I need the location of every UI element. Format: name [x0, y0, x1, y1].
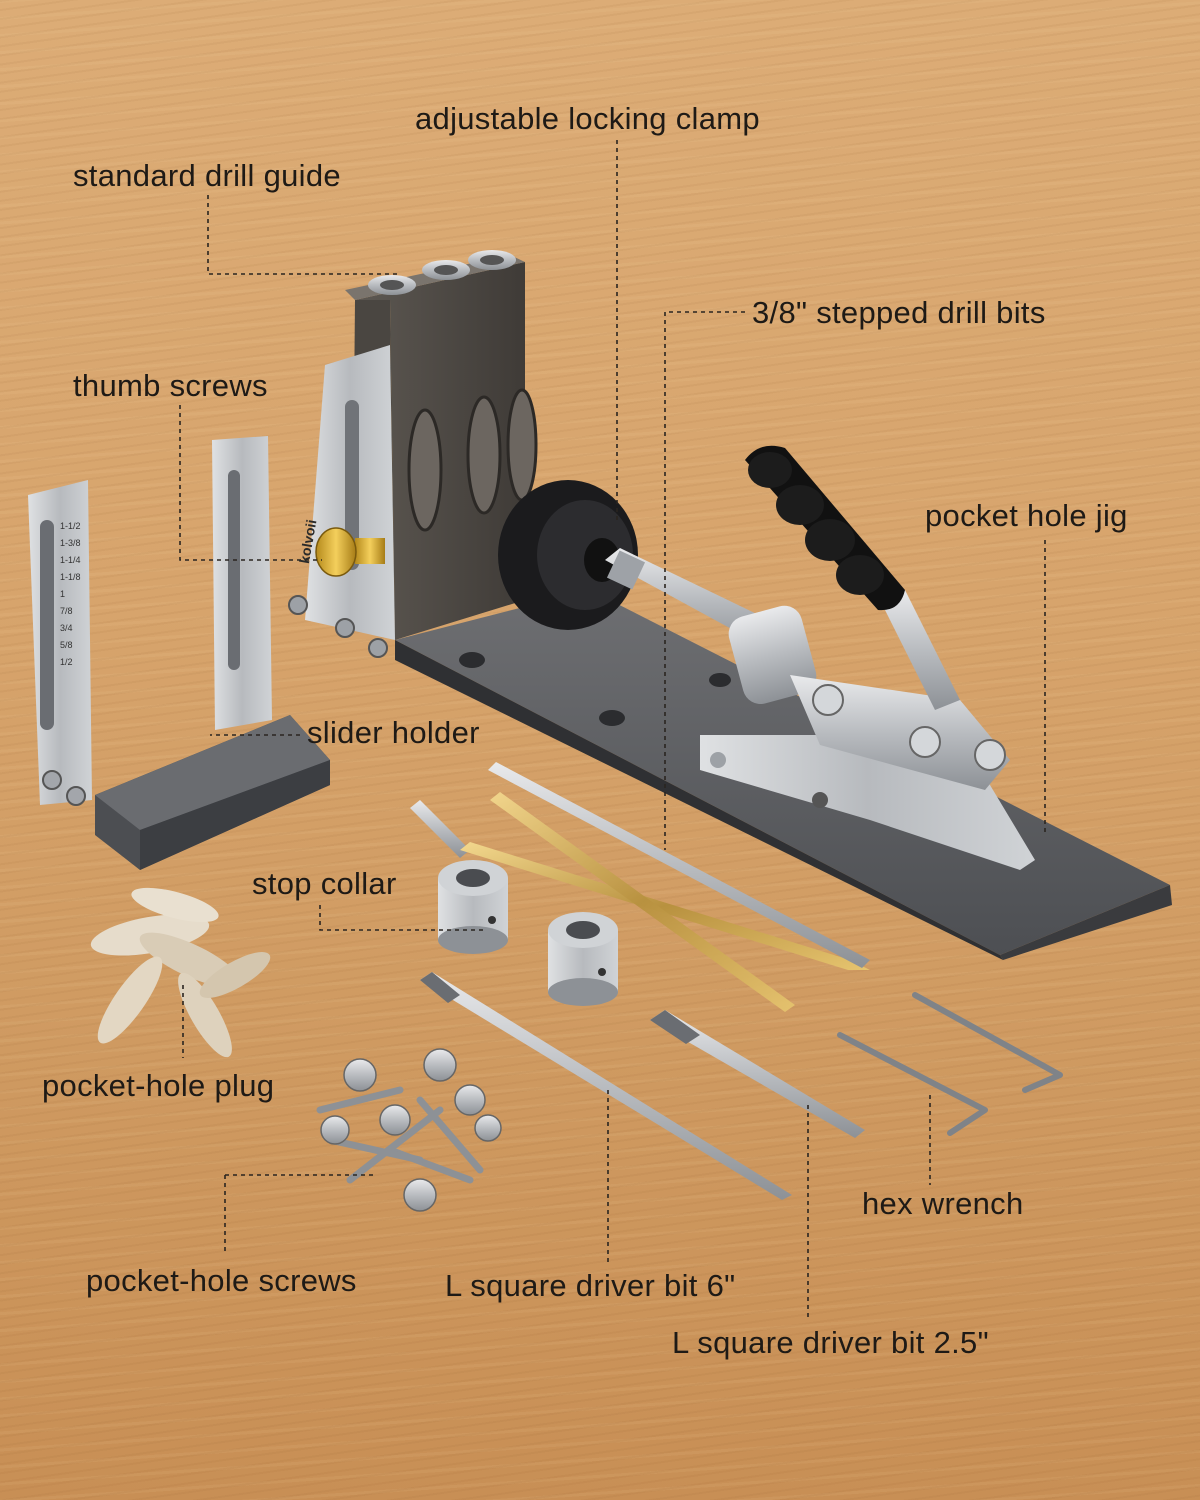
scale-mark: 5/8	[60, 640, 73, 650]
scale-mark: 1-1/4	[60, 555, 81, 565]
scale-mark: 1	[60, 589, 66, 599]
scale-mark: 1/2	[60, 657, 73, 667]
driver-bit-6-icon	[420, 972, 792, 1200]
scale-mark: 3/4	[60, 623, 73, 633]
label-stop-collar: stop collar	[252, 866, 397, 901]
slider-holder	[28, 436, 330, 870]
label-stepped-drill-bits: 3/8" stepped drill bits	[752, 295, 1046, 330]
scale-mark: 1-1/2	[60, 521, 81, 531]
pocket-hole-screws-icon	[316, 1048, 502, 1212]
scale-mark: 1-1/8	[60, 572, 81, 582]
toggle-clamp-icon	[605, 445, 1035, 870]
label-standard-drill-guide: standard drill guide	[73, 158, 341, 193]
label-hex-wrench: hex wrench	[862, 1186, 1024, 1221]
label-thumb-screws: thumb screws	[73, 368, 268, 403]
scale-marks: 1-1/2 1-3/8 1-1/4 1-1/8 1 7/8 3/4 5/8 1/…	[60, 518, 90, 671]
stepped-drill-bit-icon	[410, 762, 870, 970]
locking-clamp-pad-icon	[498, 480, 638, 630]
stop-collar-icon	[438, 860, 508, 954]
label-slider-holder: slider holder	[307, 715, 480, 750]
pocket-hole-plug-icon	[90, 887, 271, 1058]
driver-bit-2-5-icon	[650, 1010, 865, 1138]
label-driver-bit-6: L square driver bit 6"	[445, 1268, 736, 1303]
scale-mark: 7/8	[60, 606, 73, 616]
clamp-handle-icon	[745, 445, 905, 611]
hex-wrench-icon	[837, 992, 1063, 1136]
pocket-hole-jig	[288, 250, 1172, 960]
label-driver-bit-2-5: L square driver bit 2.5"	[672, 1325, 989, 1360]
label-adjustable-locking-clamp: adjustable locking clamp	[415, 101, 760, 136]
leader-lines	[179, 140, 1046, 1320]
label-pocket-hole-jig: pocket hole jig	[925, 498, 1128, 533]
thumb-screw-icon	[315, 527, 385, 577]
label-pocket-hole-plug: pocket-hole plug	[42, 1068, 275, 1103]
stepped-drill-bit-icon	[490, 792, 795, 1012]
stop-collar-icon	[548, 912, 618, 1006]
label-pocket-hole-screws: pocket-hole screws	[86, 1263, 357, 1298]
scale-mark: 1-3/8	[60, 538, 81, 548]
